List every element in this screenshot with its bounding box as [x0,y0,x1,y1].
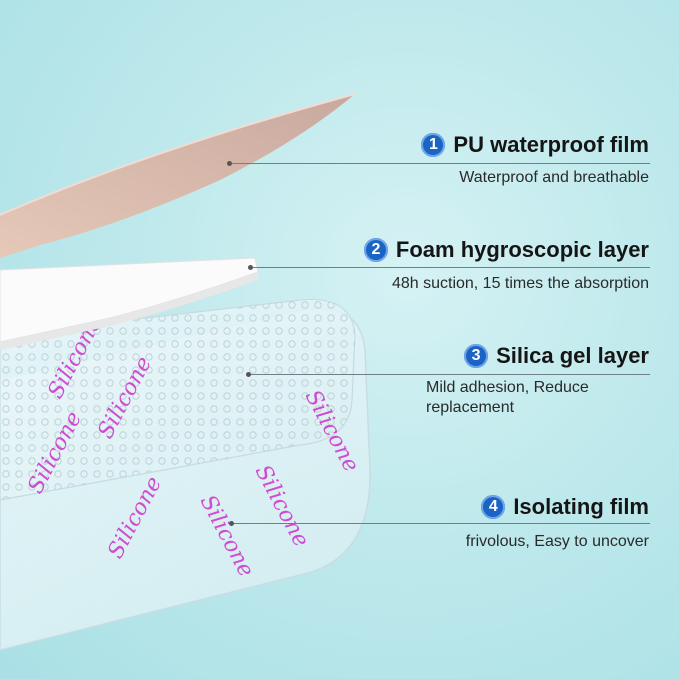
leader-line [234,523,650,524]
number-badge: 1 [421,133,446,157]
pointer-dot [229,521,234,526]
layer-title-text: Silica gel layer [496,343,649,368]
number-badge: 3 [464,344,489,368]
layer-1-description: Waterproof and breathable [459,169,649,186]
layer-3-title: 3 Silica gel layer [464,343,649,369]
layer-4-title: 4 Isolating film [481,494,649,520]
layer-3-description: Mild adhesion, Reduce replacement [426,379,589,416]
layer-title-text: Isolating film [513,494,649,519]
leader-line [253,267,650,268]
pointer-dot [246,372,251,377]
foam-layer-shape [0,257,259,343]
layer-4-description: frivolous, Easy to uncover [465,533,649,550]
layer-title-text: Foam hygroscopic layer [395,237,649,262]
layer-2-title: 2 Foam hygroscopic layer [363,237,649,263]
layer-2-description: 48h suction, 15 times the absorption [391,275,649,292]
leader-line [232,163,650,164]
pu-film-shape [0,94,355,258]
number-badge: 4 [481,495,506,519]
layer-title-text: PU waterproof film [453,132,649,157]
pointer-dot [227,161,232,166]
layer-1-title: 1 PU waterproof film [421,132,649,158]
leader-line [251,374,650,375]
pointer-dot [248,265,253,270]
number-badge: 2 [363,238,388,262]
